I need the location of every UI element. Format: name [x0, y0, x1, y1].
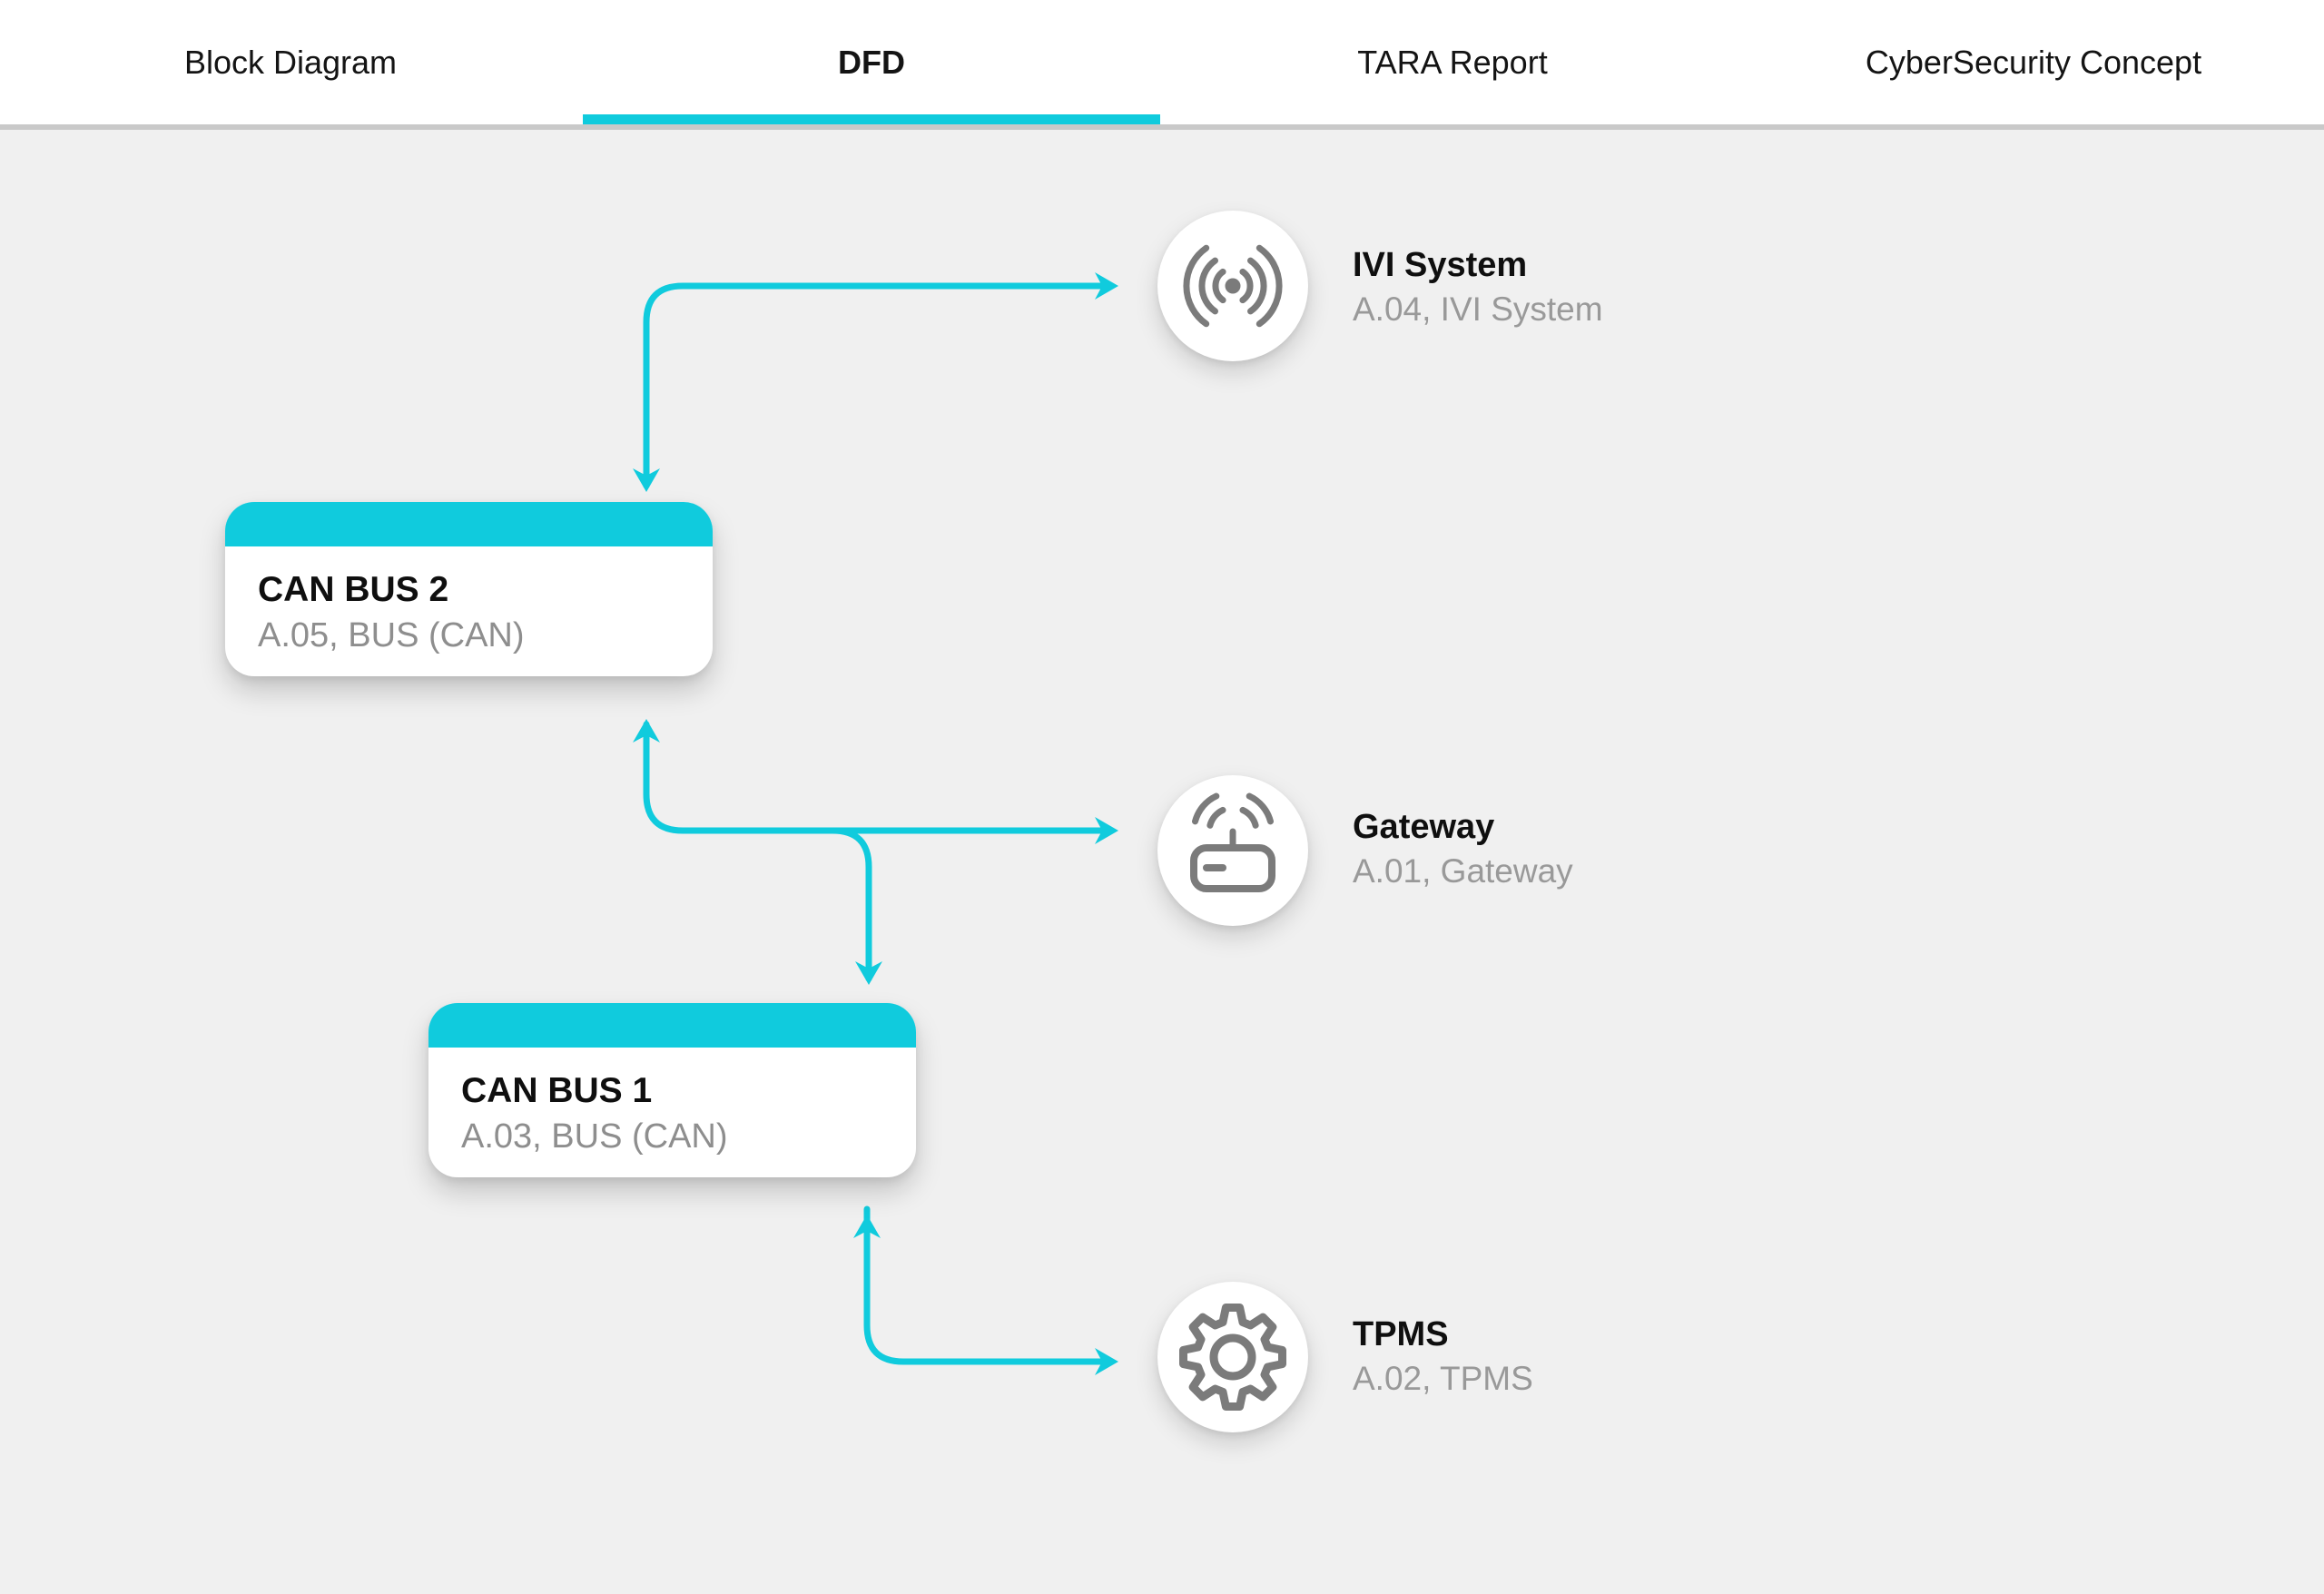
flow-branch-canbus1 [829, 827, 872, 982]
card-header-bar [428, 1003, 916, 1048]
tab-label: TARA Report [1357, 43, 1548, 81]
node-ivi-system[interactable] [1157, 211, 1308, 361]
node-subtitle: A.01, Gateway [1353, 852, 1573, 890]
dfd-canvas: IVI System A.04, IVI System CAN BUS 2 A.… [0, 135, 2324, 1594]
flow-arrowheads [633, 272, 1118, 1375]
flow-canbus1-tpms [863, 1205, 1115, 1365]
node-canbus2[interactable]: CAN BUS 2 A.05, BUS (CAN) [225, 502, 713, 676]
card-title: CAN BUS 2 [258, 570, 449, 609]
card-subtitle: A.03, BUS (CAN) [461, 1117, 728, 1156]
tab-tara-report[interactable]: TARA Report [1162, 0, 1743, 124]
router-icon [1190, 792, 1275, 892]
tab-dfd[interactable]: DFD [581, 0, 1162, 124]
dfd-connections [633, 272, 1118, 1375]
card-body: CAN BUS 1 A.03, BUS (CAN) [428, 1048, 916, 1156]
tab-label: CyberSecurity Concept [1865, 43, 2202, 81]
card-title: CAN BUS 1 [461, 1071, 653, 1110]
node-label-ivi: IVI System A.04, IVI System [1353, 245, 1934, 330]
tab-label: DFD [838, 43, 905, 81]
node-gateway[interactable] [1157, 775, 1308, 926]
node-label-tpms: TPMS A.02, TPMS [1353, 1314, 1934, 1399]
node-label-gateway: Gateway A.01, Gateway [1353, 807, 1934, 891]
node-tpms[interactable] [1157, 1282, 1308, 1432]
flow-canbus2-gateway [643, 721, 1115, 834]
tab-bar: Block Diagram DFD TARA Report CyberSecur… [0, 0, 2324, 130]
tab-label: Block Diagram [183, 43, 398, 81]
card-subtitle: A.05, BUS (CAN) [258, 616, 525, 654]
active-tab-underline [583, 114, 1160, 124]
tab-cybersecurity-concept[interactable]: CyberSecurity Concept [1743, 0, 2324, 124]
node-title: Gateway [1353, 808, 1495, 846]
node-subtitle: A.04, IVI System [1353, 290, 1603, 328]
flow-canbus2-ivi [643, 282, 1115, 489]
node-title: IVI System [1353, 246, 1528, 284]
node-title: TPMS [1353, 1315, 1449, 1353]
tab-block-diagram[interactable]: Block Diagram [0, 0, 581, 124]
node-canbus1[interactable]: CAN BUS 1 A.03, BUS (CAN) [428, 1003, 916, 1177]
card-header-bar [225, 502, 713, 546]
node-subtitle: A.02, TPMS [1353, 1360, 1533, 1397]
card-body: CAN BUS 2 A.05, BUS (CAN) [225, 546, 713, 655]
broadcast-signal-icon [1183, 244, 1283, 328]
gear-icon [1179, 1304, 1286, 1411]
